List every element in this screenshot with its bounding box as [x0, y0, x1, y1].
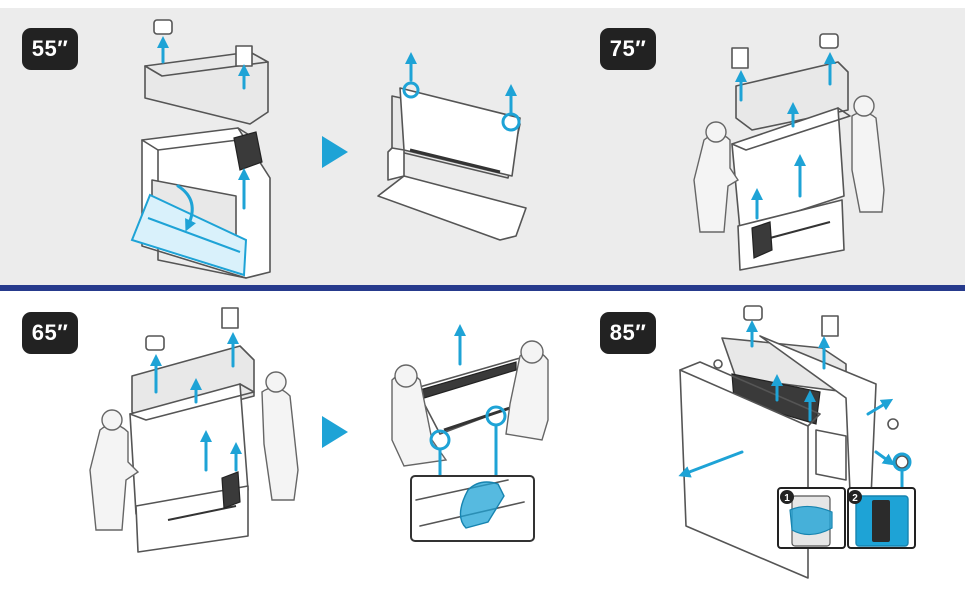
screw-cap-icon [153, 19, 173, 35]
screw-cap-icon [145, 335, 165, 351]
illustration-65-box [89, 307, 299, 553]
illustration-55-tv-lift [377, 52, 527, 241]
step-number-2: 2 [848, 490, 862, 504]
rotate-arrow-icon [176, 184, 196, 232]
person-left [693, 133, 739, 233]
size-badge-55: 55″ [22, 28, 78, 70]
size-badge-75: 75″ [600, 28, 656, 70]
illustration-75-box [693, 33, 885, 271]
person-right [261, 387, 299, 501]
stand-leg-icon [235, 45, 253, 67]
up-arrow-icon [150, 332, 242, 472]
illustration-85-box [679, 305, 912, 579]
stand-leg-icon [731, 47, 749, 69]
up-arrow-icon [157, 36, 250, 210]
illustration-55-box [130, 19, 271, 279]
section-divider [0, 285, 965, 291]
stand-base-icon [221, 471, 241, 509]
size-badge-85: 85″ [600, 312, 656, 354]
stand-base-icon [233, 131, 263, 171]
play-arrow-icon [322, 136, 348, 168]
step-number-1: 1 [780, 490, 794, 504]
screw-cap-icon [743, 305, 763, 321]
stand-base-icon [751, 221, 773, 259]
step-inset-1 [777, 487, 846, 549]
up-arrow-icon [678, 320, 895, 478]
step-inset-2 [847, 487, 916, 549]
person-right [851, 111, 885, 213]
size-badge-65: 65″ [22, 312, 78, 354]
svg-text:2: 2 [852, 493, 858, 504]
up-arrow-icon [735, 52, 836, 220]
screw-cap-icon [819, 33, 839, 49]
stand-leg-icon [221, 307, 239, 329]
play-arrow-icon [322, 416, 348, 448]
svg-text:1: 1 [784, 493, 790, 504]
illustration-65-tv-carry [391, 324, 549, 542]
stand-leg-icon [821, 315, 839, 337]
